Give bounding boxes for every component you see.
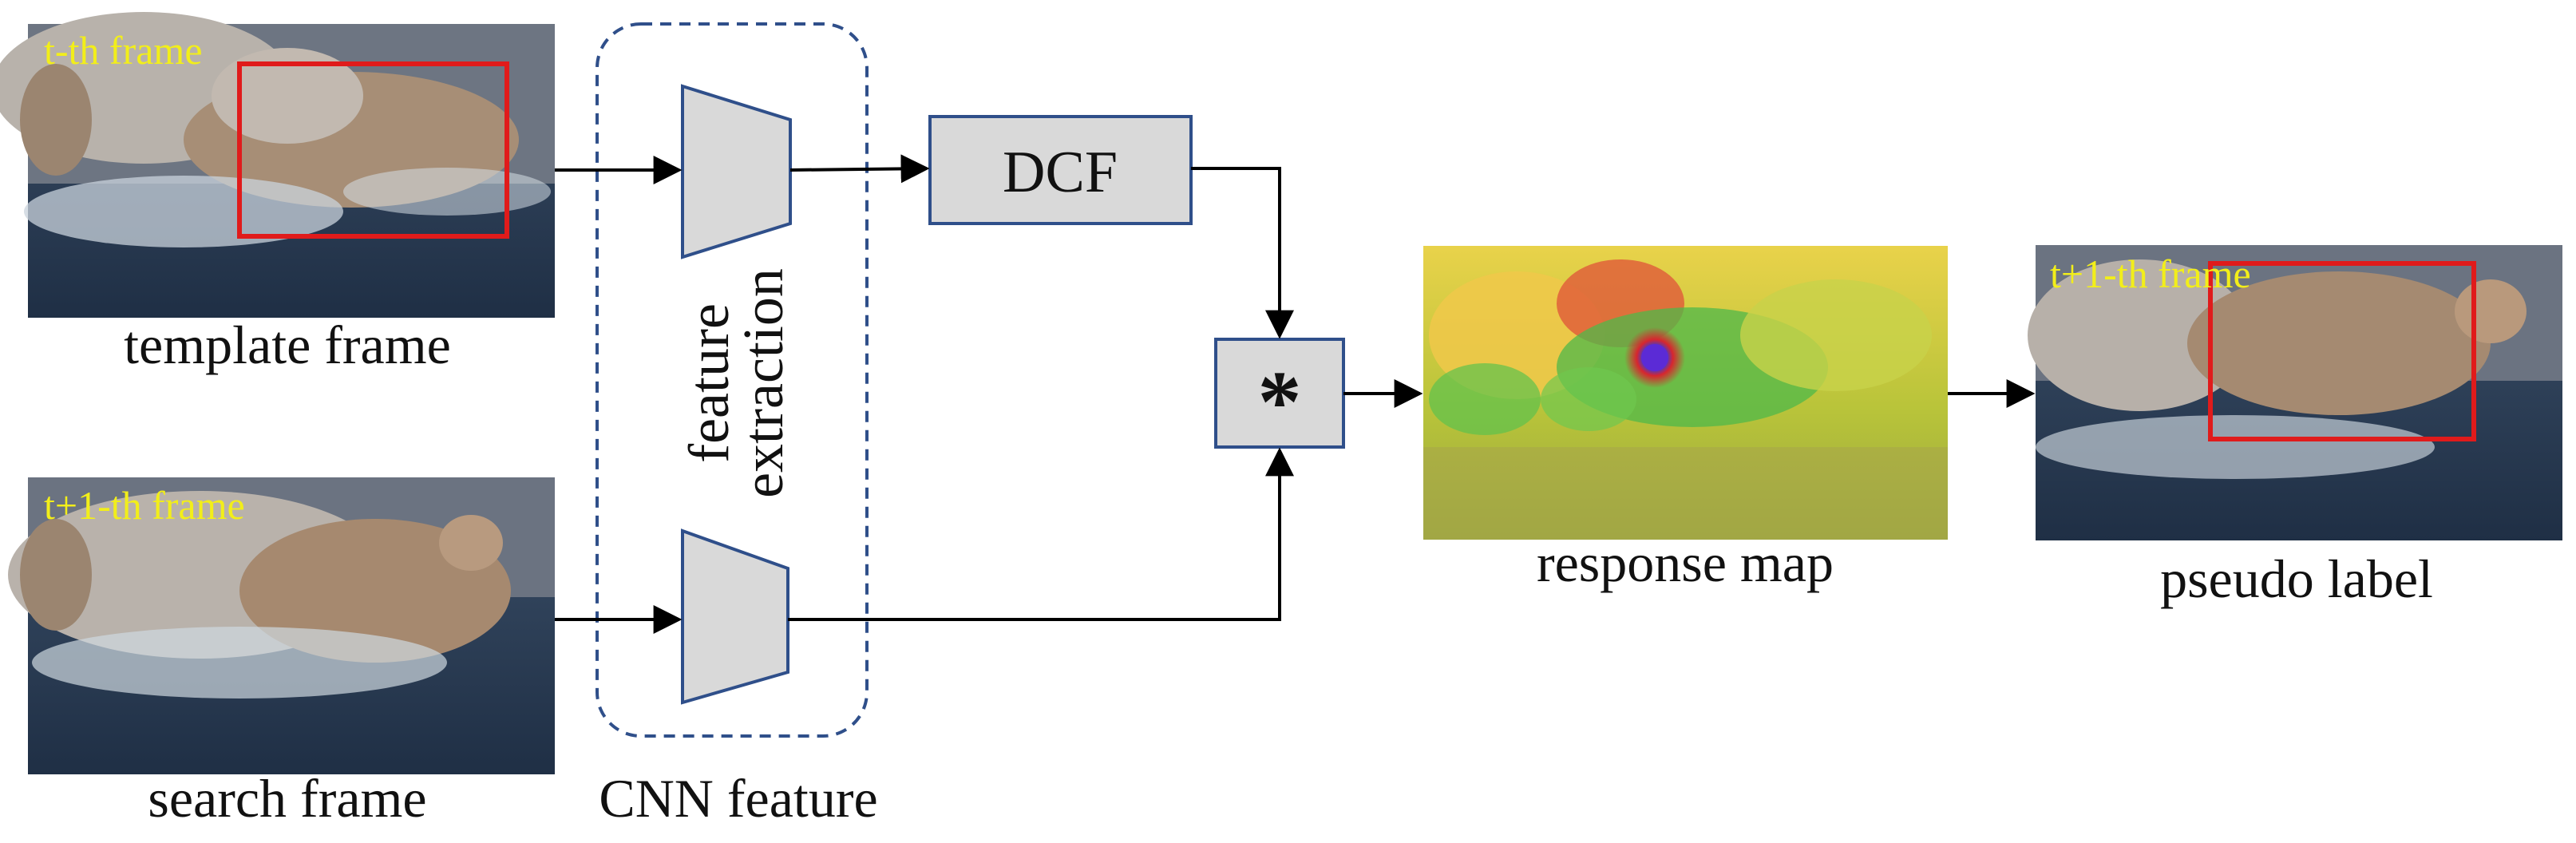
- feature-extractor-bottom: [681, 528, 789, 705]
- dcf-label: DCF: [1003, 140, 1118, 205]
- pseudo-label-image: t+1-th frame: [2028, 245, 2562, 540]
- cnn-feature-caption: CNN feature: [599, 768, 877, 829]
- arrow-cnn-to-correlation: [788, 447, 1294, 621]
- feature-extraction-label: feature extraction: [677, 268, 795, 498]
- pseudo-bbox: [2208, 261, 2476, 441]
- response-map-caption: response map: [1537, 532, 1834, 593]
- template-frame-overlay-text: t-th frame: [44, 28, 203, 73]
- pseudo-label-caption: pseudo label: [2160, 548, 2433, 609]
- search-frame-image: t+1-th frame: [8, 477, 555, 774]
- feature-extraction-line2: extraction: [731, 268, 795, 498]
- feature-extractor-top: [681, 84, 792, 259]
- cnn-feature-group: [596, 22, 869, 738]
- template-frame-caption: template frame: [124, 315, 451, 375]
- search-frame-overlay-text: t+1-th frame: [44, 483, 245, 528]
- feature-extraction-line1: feature: [677, 303, 741, 463]
- arrow-dcf-to-correlation: [1191, 167, 1294, 339]
- search-frame-caption: search frame: [148, 768, 426, 829]
- template-frame-image: t-th frame: [0, 12, 555, 318]
- arrow-cnn-to-dcf: [789, 154, 930, 184]
- correlation-symbol: *: [1258, 353, 1302, 450]
- response-map-image: [1423, 246, 1948, 540]
- pseudo-frame-overlay-text: t+1-th frame: [2050, 251, 2251, 296]
- template-bbox: [237, 61, 509, 239]
